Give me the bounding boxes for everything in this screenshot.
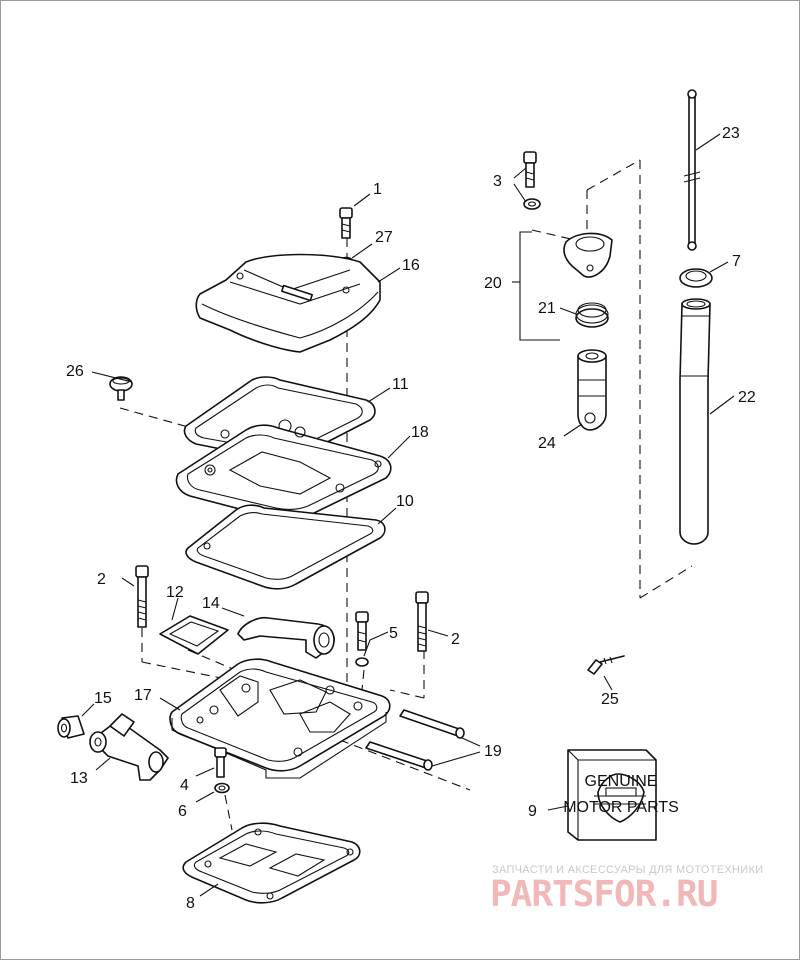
callout-27: 27 [375, 229, 393, 246]
pushrod-tube-22-icon [679, 298, 711, 545]
washer-6-icon [214, 782, 230, 794]
box-badge-top: GENUINE [585, 773, 658, 790]
gasket-12-icon [159, 615, 229, 655]
bolt-3-icon [523, 151, 541, 210]
rocker-arm-14-icon [237, 616, 335, 659]
callout-16: 16 [402, 257, 420, 274]
pin-19-upper-icon [399, 709, 465, 739]
callout-14: 14 [202, 595, 220, 612]
callout-7: 7 [732, 253, 741, 270]
rocker-support-17-icon [169, 658, 391, 779]
callout-13: 13 [70, 770, 88, 787]
callout-25: 25 [601, 691, 619, 708]
callout-6: 6 [178, 803, 187, 820]
rocker-cover-16-icon [195, 253, 381, 353]
screw-25-icon [587, 655, 625, 675]
seal-7-icon [679, 268, 713, 288]
callout-15: 15 [94, 690, 112, 707]
bolt-4-icon [214, 747, 227, 778]
callout-4: 4 [180, 777, 189, 794]
tappet-24-icon [577, 349, 607, 431]
watermark-logo: PARTSFOR.RU [490, 874, 718, 915]
callout-17: 17 [134, 687, 152, 704]
callout-8: 8 [186, 895, 195, 912]
callout-22: 22 [738, 389, 756, 406]
pin-19-lower-icon [365, 741, 433, 771]
callout-2-left: 2 [97, 571, 106, 588]
gasket-10-icon [185, 504, 386, 590]
gasket-8-icon [182, 822, 361, 904]
manual-box-9-icon [567, 749, 657, 841]
bolt-2-left-icon [135, 565, 149, 628]
callout-26: 26 [66, 363, 84, 380]
callout-20: 20 [484, 275, 502, 292]
box-badge-bottom: MOTOR PARTS [563, 799, 679, 816]
housing-18-icon [175, 424, 392, 527]
callout-3: 3 [493, 173, 502, 190]
oring-21-icon [575, 302, 609, 328]
bushing-15-icon [57, 715, 85, 739]
pushrod-23-icon [683, 89, 701, 251]
callout-21: 21 [538, 300, 556, 317]
callout-2-right: 2 [451, 631, 460, 648]
callout-23: 23 [722, 125, 740, 142]
callout-1: 1 [373, 181, 382, 198]
callout-9: 9 [528, 803, 537, 820]
watermark-tagline: ЗАПЧАСТИ И АКСЕССУАРЫ ДЛЯ МОТОТЕХНИКИ [492, 864, 764, 876]
callout-labels: 1 2 2 3 4 5 6 7 8 9 10 11 12 13 14 15 16… [66, 125, 756, 912]
callout-18: 18 [411, 424, 429, 441]
bolt-2-right-icon [415, 591, 429, 652]
callout-19: 19 [484, 743, 502, 760]
leader-lines [81, 133, 735, 897]
bolt-5-icon [355, 611, 369, 667]
callout-12: 12 [166, 584, 184, 601]
bracket-20-icon [519, 231, 613, 341]
callout-10: 10 [396, 493, 414, 510]
bolt-1-icon [339, 207, 353, 239]
rocker-arm-13-icon [89, 713, 169, 781]
breather-26-icon [109, 376, 133, 401]
callout-11: 11 [392, 376, 409, 393]
callout-24: 24 [538, 435, 556, 452]
callout-5: 5 [389, 625, 398, 642]
